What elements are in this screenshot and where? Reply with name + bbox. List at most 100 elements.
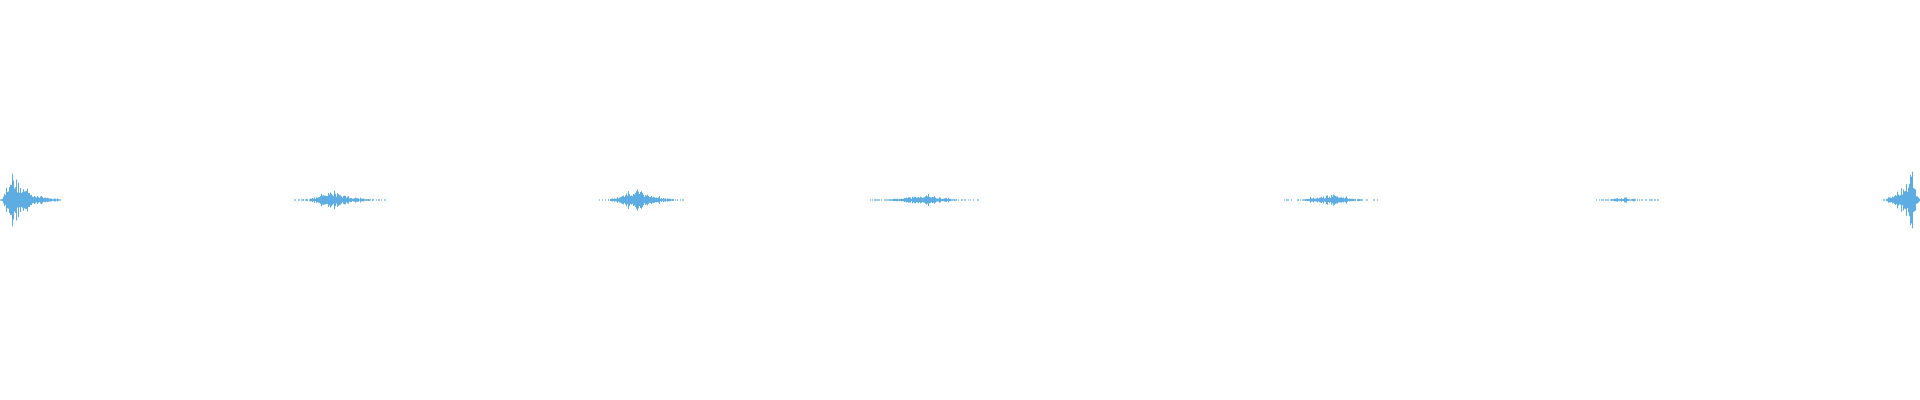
waveform-sample	[1608, 199, 1609, 201]
waveform-sample	[1625, 197, 1626, 203]
waveform-sample	[368, 199, 369, 201]
waveform-sample	[31, 194, 32, 206]
waveform-sample	[621, 196, 622, 204]
waveform-sample	[921, 197, 922, 203]
waveform-sample	[1330, 198, 1331, 202]
waveform-sample	[1622, 199, 1623, 201]
waveform-sample	[1344, 198, 1345, 202]
waveform-sample	[57, 198, 58, 202]
waveform-sample	[51, 198, 52, 202]
waveform-sample	[6, 187, 7, 212]
waveform-sample	[1898, 194, 1899, 206]
waveform-sample	[347, 196, 348, 204]
waveform-sample	[682, 199, 683, 201]
waveform-sample	[323, 195, 324, 205]
waveform-sample	[899, 199, 900, 201]
waveform-sample	[942, 199, 943, 202]
waveform-sample	[949, 198, 950, 202]
waveform-sample	[664, 198, 665, 202]
waveform-sample	[639, 194, 640, 206]
waveform-sample	[1329, 196, 1330, 204]
waveform-sample	[349, 198, 350, 202]
waveform-sample	[925, 196, 926, 204]
waveform-sample	[660, 198, 661, 202]
waveform-sample	[1320, 197, 1321, 203]
waveform-sample	[360, 197, 361, 203]
waveform-sample	[665, 198, 666, 202]
waveform-sample	[378, 199, 379, 201]
waveform-sample	[21, 192, 22, 208]
waveform-sample	[357, 198, 358, 202]
waveform-sample	[1305, 198, 1306, 202]
waveform-sample	[312, 198, 313, 202]
waveform-sample	[9, 186, 10, 213]
waveform-sample	[952, 199, 953, 201]
waveform-sample	[647, 194, 648, 206]
waveform-sample	[646, 195, 647, 205]
waveform-sample	[24, 191, 25, 209]
waveform-sample	[33, 197, 34, 203]
waveform-sample	[901, 198, 902, 202]
waveform-sample	[970, 199, 971, 201]
waveform-sample	[384, 199, 385, 201]
waveform-sample	[1916, 196, 1917, 204]
waveform-sample	[28, 193, 29, 207]
waveform-sample	[668, 198, 669, 202]
waveform-sample	[893, 198, 894, 202]
waveform-sample	[52, 199, 53, 201]
waveform-sample	[326, 195, 327, 205]
waveform-sample	[958, 199, 959, 201]
waveform-sample	[648, 196, 649, 204]
waveform-sample	[620, 197, 621, 203]
waveform-sample	[317, 197, 318, 203]
waveform-sample	[1313, 197, 1314, 203]
waveform-sample	[878, 199, 879, 201]
waveform-sample	[1629, 199, 1630, 201]
waveform-sample	[26, 190, 27, 209]
waveform-sample	[1899, 195, 1900, 205]
waveform-sample	[1886, 199, 1887, 201]
waveform-sample	[55, 198, 56, 202]
waveform-sample	[32, 196, 33, 204]
waveform-sample	[44, 197, 45, 203]
waveform-sample	[887, 199, 888, 201]
waveform-sample	[889, 199, 890, 201]
waveform-sample	[10, 184, 11, 216]
waveform-sample	[895, 198, 896, 201]
waveform-sample	[1626, 197, 1627, 203]
waveform-sample	[1902, 194, 1903, 206]
waveform-sample	[381, 199, 382, 201]
waveform-sample	[1911, 176, 1912, 224]
waveform-sample	[373, 199, 374, 201]
waveform-sample	[875, 199, 876, 201]
waveform-sample	[1322, 198, 1323, 202]
waveform-sample	[298, 199, 299, 201]
waveform-sample	[1362, 199, 1363, 201]
waveform-sample	[885, 199, 886, 201]
waveform-sample	[618, 198, 619, 202]
waveform-sample	[1314, 198, 1315, 202]
waveform-sample	[1658, 199, 1659, 201]
waveform-sample	[23, 189, 24, 211]
waveform-sample	[943, 198, 944, 202]
waveform-sample	[13, 180, 14, 220]
waveform-sample	[918, 196, 919, 204]
waveform-sample	[339, 195, 340, 205]
waveform-sample	[1307, 199, 1308, 201]
waveform-sample	[906, 197, 907, 203]
waveform-sample	[924, 197, 925, 203]
waveform-sample	[643, 194, 644, 205]
waveform-sample	[613, 199, 614, 201]
waveform-sample	[0, 199, 1, 201]
waveform-sample	[1321, 196, 1322, 203]
waveform-sample	[59, 199, 60, 201]
waveform-sample	[1335, 196, 1336, 204]
waveform-sample	[655, 197, 656, 203]
waveform-sample	[1901, 188, 1902, 212]
waveform-sample	[612, 198, 613, 202]
waveform-sample	[917, 197, 918, 203]
waveform-sample	[54, 198, 55, 202]
waveform-sample	[891, 199, 892, 201]
waveform-sample	[1904, 191, 1905, 209]
